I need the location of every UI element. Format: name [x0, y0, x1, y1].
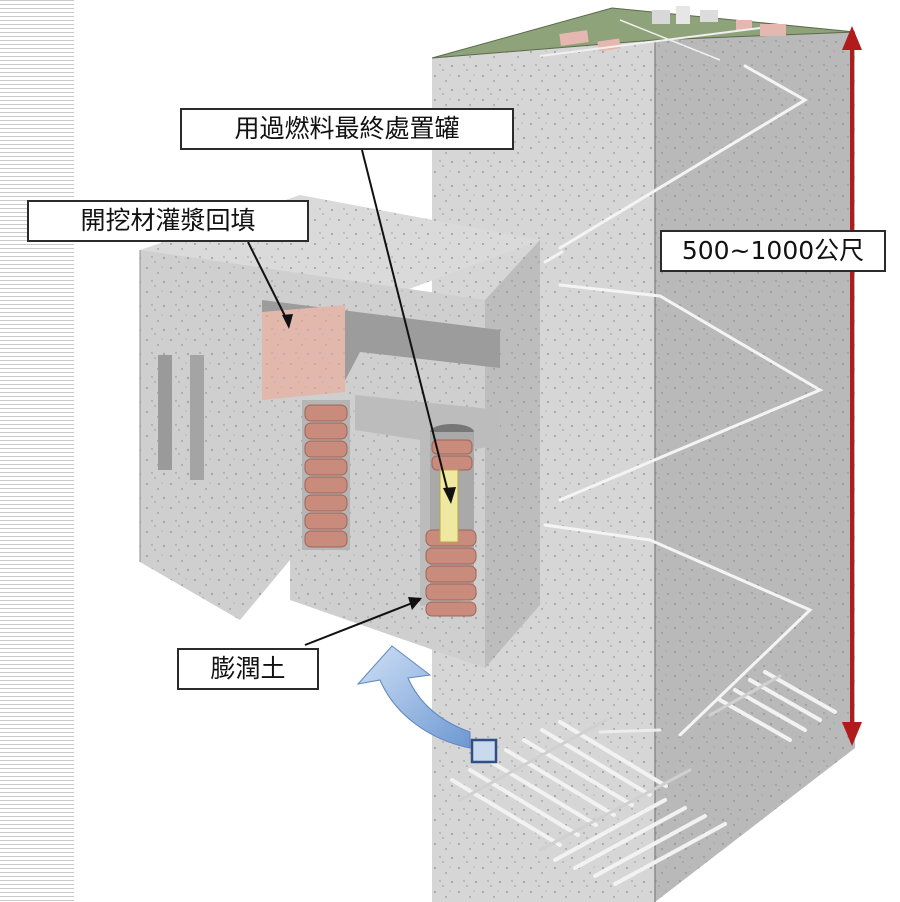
bentonite-label: 膨潤土: [177, 648, 319, 690]
depth-label: 500~1000公尺: [660, 230, 886, 272]
access-ramp: [543, 64, 824, 737]
striped-margin: [0, 0, 74, 902]
backfill-leader: [247, 241, 289, 323]
canister-label: 用過燃料最終處置罐: [180, 108, 514, 150]
bentonite-leader: [304, 599, 421, 646]
canister-leader: [361, 149, 451, 501]
backfill-label: 開挖材灌漿回填: [27, 200, 309, 242]
disposal-tunnels: [450, 670, 837, 886]
ground-surface: [431, 6, 856, 61]
cutaway-detail: [139, 195, 540, 668]
location-marker: [470, 738, 498, 764]
depth-arrow: [842, 26, 862, 746]
blue-curved-arrow: [356, 645, 471, 749]
